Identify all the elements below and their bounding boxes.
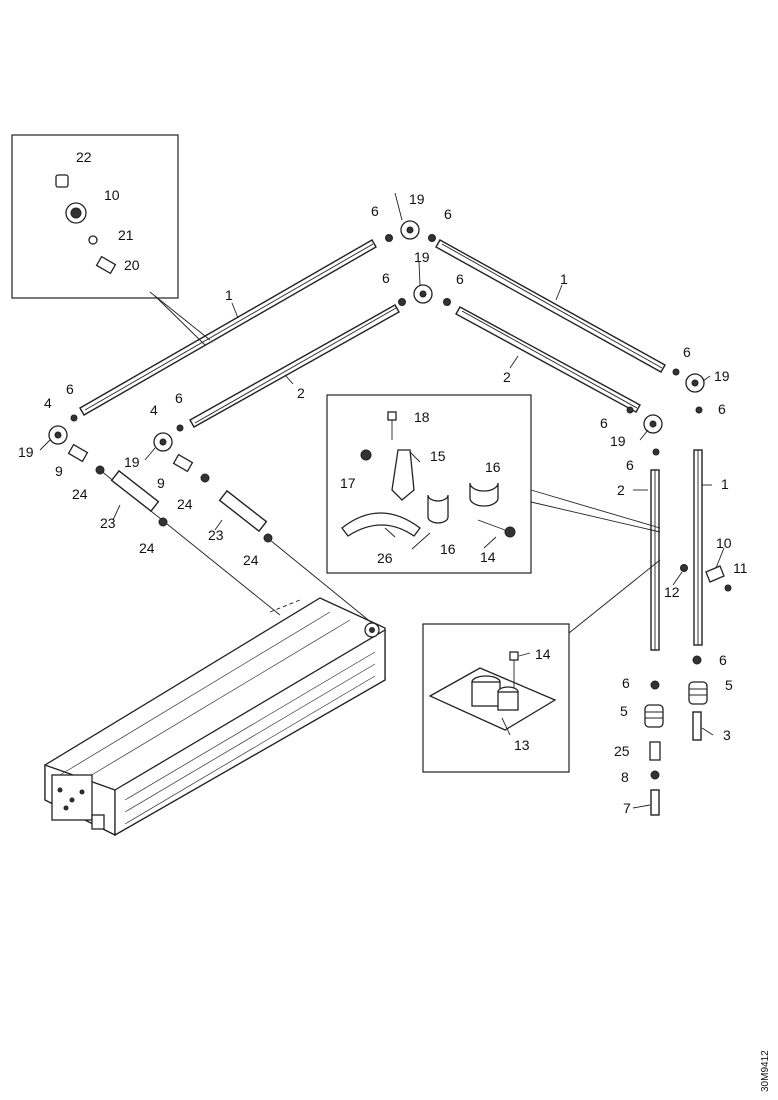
callout-6: 6 bbox=[622, 675, 630, 691]
callout-19: 19 bbox=[124, 454, 140, 470]
leader-lines bbox=[39, 192, 725, 809]
upper-pipe-assembly bbox=[48, 220, 705, 543]
callout-6: 6 bbox=[444, 206, 452, 222]
callout-24: 24 bbox=[72, 486, 88, 502]
drawing-code: 30M9412 bbox=[760, 1050, 771, 1092]
callout-1: 1 bbox=[225, 287, 233, 303]
callout-6: 6 bbox=[382, 270, 390, 286]
callout-24: 24 bbox=[139, 540, 155, 556]
callout-19: 19 bbox=[18, 444, 34, 460]
callout-5: 5 bbox=[725, 677, 733, 693]
callout-24: 24 bbox=[177, 496, 193, 512]
inset-detail-bracket bbox=[422, 559, 661, 773]
machine-body bbox=[44, 597, 386, 837]
elbow-fitting-top-1 bbox=[385, 220, 436, 242]
callout-19: 19 bbox=[409, 191, 425, 207]
callout-3: 3 bbox=[723, 727, 731, 743]
callout-18: 18 bbox=[414, 409, 430, 425]
callout-13: 13 bbox=[514, 737, 530, 753]
callout-9: 9 bbox=[55, 463, 63, 479]
callout-14: 14 bbox=[480, 549, 496, 565]
callout-6: 6 bbox=[718, 401, 726, 417]
callout-19: 19 bbox=[610, 433, 626, 449]
left-end-fitting-2 bbox=[153, 424, 273, 543]
vertical-pipe-assembly bbox=[644, 449, 732, 816]
callout-16: 16 bbox=[485, 459, 501, 475]
callout-2: 2 bbox=[617, 482, 625, 498]
callout-23: 23 bbox=[208, 527, 224, 543]
callout-11: 11 bbox=[733, 560, 748, 576]
inset-detail-clamp bbox=[326, 394, 661, 574]
callout-19: 19 bbox=[414, 249, 430, 265]
callout-6: 6 bbox=[456, 271, 464, 287]
callout-21: 21 bbox=[118, 227, 134, 243]
callout-6: 6 bbox=[175, 390, 183, 406]
callout-4: 4 bbox=[150, 402, 158, 418]
callout-14: 14 bbox=[535, 646, 551, 662]
callout-22: 22 bbox=[76, 149, 92, 165]
callout-25: 25 bbox=[614, 743, 630, 759]
callout-23: 23 bbox=[100, 515, 116, 531]
callout-6: 6 bbox=[66, 381, 74, 397]
callout-19: 19 bbox=[714, 368, 730, 384]
callout-6: 6 bbox=[683, 344, 691, 360]
callout-15: 15 bbox=[430, 448, 446, 464]
callout-7: 7 bbox=[623, 800, 631, 816]
callout-6: 6 bbox=[371, 203, 379, 219]
callout-10: 10 bbox=[104, 187, 120, 203]
right-elbow-fitting-2 bbox=[626, 406, 663, 456]
left-end-fitting-1 bbox=[48, 414, 168, 527]
right-elbow-fitting-1 bbox=[672, 368, 705, 414]
callout-6: 6 bbox=[600, 415, 608, 431]
callout-26: 26 bbox=[377, 550, 393, 566]
callout-8: 8 bbox=[621, 769, 629, 785]
callout-5: 5 bbox=[620, 703, 628, 719]
callout-6: 6 bbox=[626, 457, 634, 473]
callout-17: 17 bbox=[340, 475, 356, 491]
callout-10: 10 bbox=[716, 535, 732, 551]
callout-20: 20 bbox=[124, 257, 140, 273]
callout-12: 12 bbox=[664, 584, 680, 600]
callout-16: 16 bbox=[440, 541, 456, 557]
callout-2: 2 bbox=[297, 385, 305, 401]
callout-9: 9 bbox=[157, 475, 165, 491]
callout-4: 4 bbox=[44, 395, 52, 411]
inset-detail-fitting bbox=[11, 134, 211, 346]
callout-2: 2 bbox=[503, 369, 511, 385]
callout-1: 1 bbox=[560, 271, 568, 287]
callout-24: 24 bbox=[243, 552, 259, 568]
callout-labels: 22 10 21 20 6 19 6 6 19 6 1 1 2 2 6 19 6… bbox=[18, 149, 748, 816]
callout-6: 6 bbox=[719, 652, 727, 668]
elbow-fitting-top-2 bbox=[398, 284, 451, 306]
callout-1: 1 bbox=[721, 476, 729, 492]
